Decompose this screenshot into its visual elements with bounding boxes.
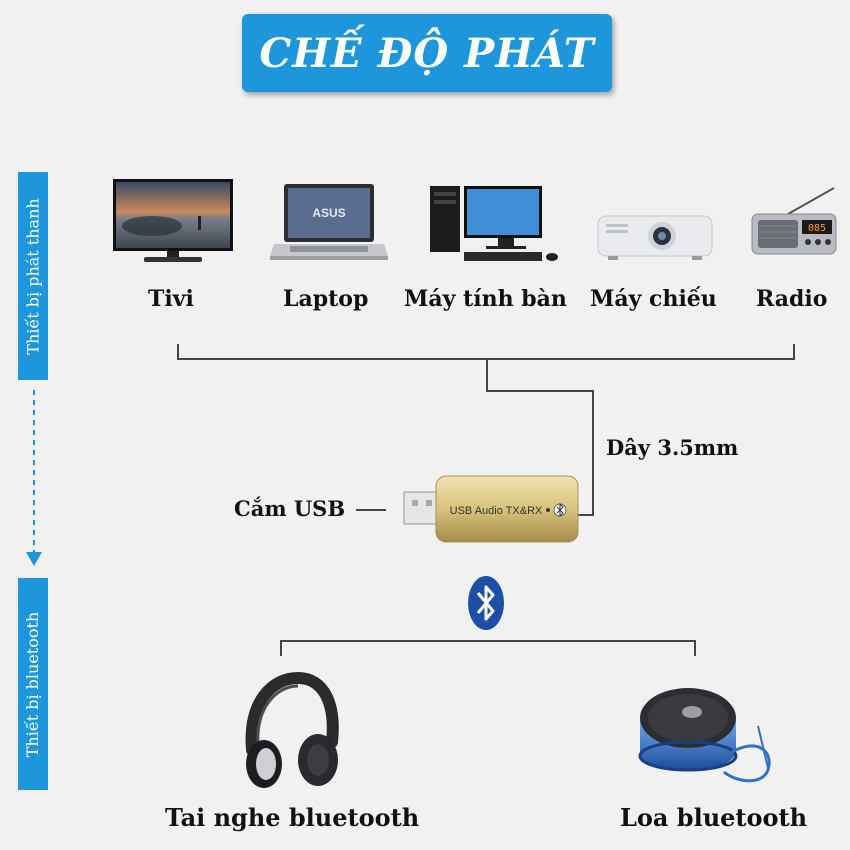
bluetooth-icon	[468, 576, 504, 630]
desktop-computer-icon	[430, 186, 558, 261]
usb-adapter-icon: USB Audio TX&RX	[403, 475, 579, 543]
title-banner: CHẾ ĐỘ PHÁT	[242, 14, 612, 92]
device-label-tivi: Tivi	[148, 286, 194, 312]
radio-icon: 085	[751, 187, 837, 255]
adapter-bluetooth-icon	[553, 502, 567, 518]
device-label-laptop: Laptop	[283, 286, 369, 312]
device-label-projector: Máy chiếu	[590, 286, 717, 312]
output-label-headphones: Tai nghe bluetooth	[165, 803, 420, 832]
output-bracket-left-tick	[280, 640, 282, 656]
tv-icon	[113, 179, 233, 262]
usb-label: Cắm USB	[234, 496, 346, 521]
speaker-icon	[638, 688, 771, 783]
usb-pointer-line	[356, 509, 386, 511]
device-label-desktop: Máy tính bàn	[404, 286, 567, 312]
output-label-speaker: Loa bluetooth	[620, 803, 808, 832]
connector-drop-line	[486, 358, 488, 392]
cable-to-adapter-line	[574, 514, 594, 516]
cable-label: Dây 3.5mm	[606, 435, 739, 460]
page-title: CHẾ ĐỘ PHÁT	[259, 29, 595, 77]
radio-display: 085	[808, 223, 826, 234]
output-bracket-right-tick	[694, 640, 696, 656]
source-devices-side-label: Thiết bị phát thanh	[18, 172, 48, 380]
adapter-text: USB Audio TX&RX	[450, 505, 543, 517]
laptop-brand: ASUS	[312, 206, 345, 220]
bracket-right-tick	[793, 344, 795, 360]
bluetooth-devices-side-label: Thiết bị bluetooth	[18, 578, 48, 790]
connector-horizontal-line	[486, 390, 594, 392]
headphones-icon	[245, 672, 339, 788]
bracket-left-tick	[177, 344, 179, 360]
device-label-radio: Radio	[756, 286, 828, 312]
down-arrow-icon	[26, 390, 42, 566]
output-bracket-line	[280, 640, 696, 642]
projector-icon	[597, 215, 713, 260]
laptop-icon: ASUS	[270, 184, 388, 260]
cable-line	[592, 390, 594, 516]
